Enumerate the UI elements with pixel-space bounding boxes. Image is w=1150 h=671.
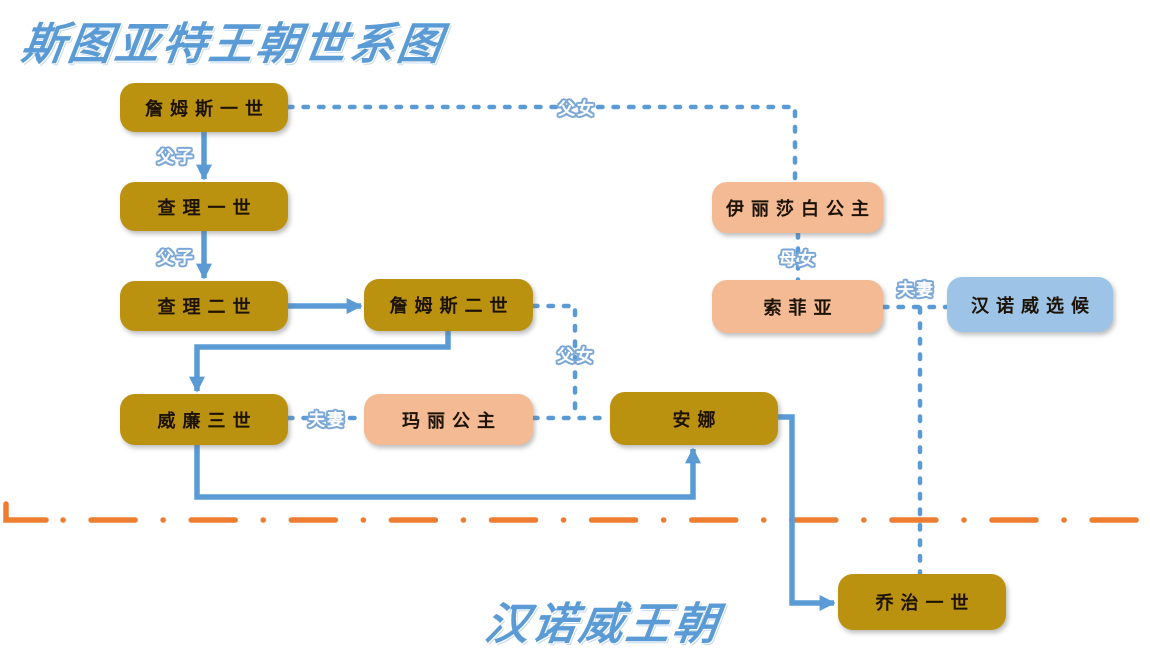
edge-label-spouses-1: 夫妻: [897, 280, 935, 300]
edge-label-father-son-1: 父子: [157, 147, 195, 167]
edge-james2-william3: [189, 331, 451, 393]
node-charles-ii: 查理二世: [120, 281, 288, 331]
node-george-i: 乔治一世: [838, 574, 1006, 630]
node-james-i: 詹姆斯一世: [120, 83, 288, 132]
edge-label-father-son-2: 父子: [157, 248, 195, 268]
node-charles-i: 查理一世: [120, 182, 288, 231]
node-james-ii: 詹姆斯二世: [364, 279, 533, 331]
node-anne: 安娜: [610, 392, 778, 445]
title-hanover-dynasty: 汉诺威王朝: [481, 600, 724, 649]
node-princess-mary: 玛丽公主: [364, 394, 533, 445]
node-sophia: 索菲亚: [712, 280, 883, 333]
edge-anne-george1: [778, 414, 836, 611]
edge-james1-elizabeth: [285, 104, 798, 185]
edge-label-spouses-2: 夫妻: [308, 410, 346, 430]
edge-label-mother-daughter: 母女: [779, 249, 817, 269]
node-hanover-elector: 汉诺威选候: [947, 277, 1113, 332]
title-stuart-dynasty: 斯图亚特王朝世系图: [17, 20, 448, 69]
edge-james2-daughters: [530, 303, 578, 421]
node-william-iii: 威廉三世: [120, 394, 288, 445]
edge-william3-anne: [194, 445, 701, 500]
edge-label-father-daughter-2: 父女: [557, 346, 595, 366]
dynasty-divider-hook: [3, 501, 49, 523]
edge-label-father-daughter-1: 父女: [558, 99, 596, 119]
node-princess-elizabeth: 伊丽莎白公主: [712, 182, 883, 233]
